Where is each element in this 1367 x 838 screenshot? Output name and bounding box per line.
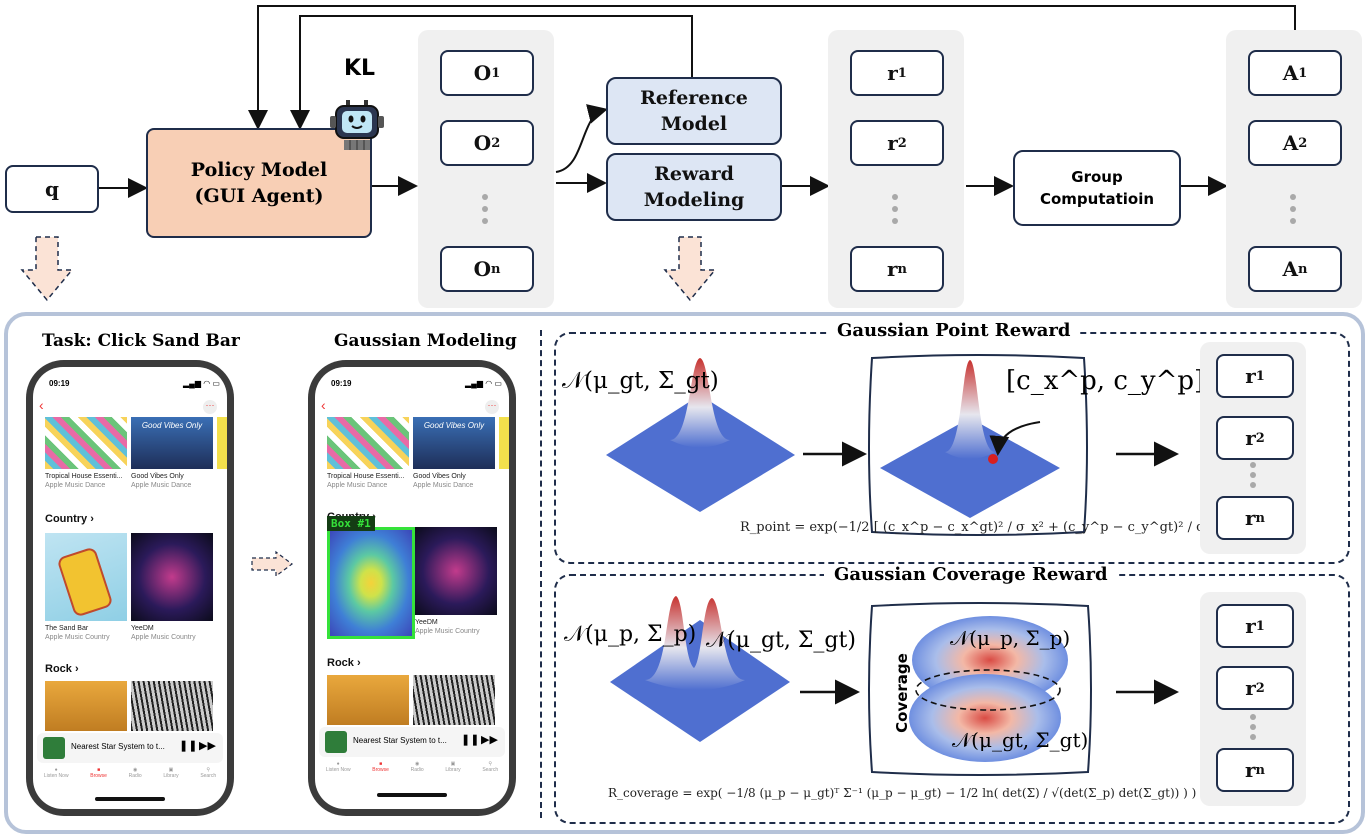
task-title: Task: Click Sand Bar [42,331,240,351]
section-rock[interactable]: Rock › [45,663,79,675]
forward-icon[interactable]: ▶▶ [199,740,216,752]
tab-listen-now[interactable]: ●Listen Now [43,767,69,779]
status-icons: ▂▄▆ ◠ ▭ [465,379,502,388]
album-art-partial [499,417,509,469]
forward-icon[interactable]: ▶▶ [481,734,498,746]
coverage-reward-formula: R_coverage = exp( −1/8 (μ_p − μ_gt)ᵀ Σ⁻¹… [608,786,1197,800]
point-reward-title: Gaussian Point Reward [827,320,1081,341]
album-art[interactable] [413,675,495,725]
policy-model-box: Policy Model (GUI Agent) [146,128,372,238]
robot-icon [330,100,384,150]
query-label: q [45,177,59,201]
album-art[interactable] [415,527,497,615]
gt-ellipse-label: 𝒩(μ_gt, Σ_gt) [952,728,1089,752]
tab-library[interactable]: ▣Library [163,767,179,779]
point-reward-formula: R_point = exp(−1/2 [ (c_x^p − c_x^gt)² /… [740,520,1239,535]
gt-distribution-label: 𝒩(μ_gt, Σ_gt) [706,628,856,653]
tab-radio[interactable]: ◉Radio [128,767,142,779]
home-indicator [95,797,165,801]
ellipsis-icon [1250,462,1258,488]
back-icon[interactable]: ‹ [39,397,44,413]
now-playing-bar[interactable]: Nearest Star System to t... ❚❚ ▶▶ [319,727,505,757]
sand-bar-album-art[interactable] [45,533,127,621]
policy-model-label: Policy Model [190,159,328,181]
more-icon[interactable]: ··· [203,400,217,414]
panel-divider [540,330,542,818]
detail-panel [4,312,1365,834]
album-art[interactable] [45,417,127,469]
back-icon[interactable]: ‹ [321,397,326,413]
status-icons: ▂▄▆ ◠ ▭ [183,379,220,388]
more-icon[interactable]: ··· [485,400,499,414]
tab-bar: ●Listen Now ■Browse ◉Radio ▣Library ⚲Sea… [33,767,227,791]
pred-ellipse-label: 𝒩(μ_p, Σ_p) [950,626,1071,650]
pause-icon[interactable]: ❚❚ [461,734,480,746]
tab-search[interactable]: ⚲Search [200,767,217,779]
album-art[interactable]: Good Vibes Only [413,417,495,469]
album-art[interactable] [45,681,127,731]
transform-arrow [251,550,293,578]
gaussian-heatmap-box: Box #1 [327,516,415,639]
gt-distribution-label: 𝒩(μ_gt, Σ_gt) [562,368,719,394]
phone-screen: 09:19 ▂▄▆ ◠ ▭ ‹ ··· Good Vibes Only Trop… [33,367,227,809]
album-art-partial [217,417,227,469]
tab-search[interactable]: ⚲Search [482,761,499,773]
ellipsis-icon [482,194,490,224]
ellipsis-icon [1290,194,1298,224]
pause-icon[interactable]: ❚❚ [179,740,198,752]
tab-library[interactable]: ▣Library [445,761,461,773]
section-rock[interactable]: Rock › [327,657,361,669]
album-art[interactable] [327,675,409,725]
home-indicator [377,793,447,797]
policy-model-sublabel: (GUI Agent) [194,185,324,207]
tab-listen-now[interactable]: ●Listen Now [325,761,351,773]
section-country[interactable]: Country › [45,513,94,525]
ellipsis-icon [1250,714,1258,740]
album-art[interactable] [327,417,409,469]
tab-bar: ●Listen Now ■Browse ◉Radio ▣Library ⚲Sea… [315,761,509,785]
predicted-point-label: [c_x^p, c_y^p] [1006,366,1205,396]
phone-screen: 09:19 ▂▄▆ ◠ ▭ ‹ ··· Good Vibes Only Trop… [315,367,509,809]
coverage-label: Coverage [892,653,911,733]
tab-radio[interactable]: ◉Radio [410,761,424,773]
album-art[interactable] [131,681,213,731]
coverage-reward-title: Gaussian Coverage Reward [824,564,1118,585]
now-playing-bar[interactable]: Nearest Star System to t... ❚❚ ▶▶ [37,733,223,763]
ellipsis-icon [892,194,900,224]
query-box: q [5,165,99,213]
pred-distribution-label: 𝒩(μ_p, Σ_p) [564,622,697,647]
album-art[interactable]: Good Vibes Only [131,417,213,469]
tab-browse[interactable]: ■Browse [90,767,107,779]
tab-browse[interactable]: ■Browse [372,761,389,773]
gaussian-modeling-title: Gaussian Modeling [334,331,517,351]
box-label: Box #1 [327,516,375,531]
kl-label: KL [344,56,376,81]
album-art[interactable] [131,533,213,621]
